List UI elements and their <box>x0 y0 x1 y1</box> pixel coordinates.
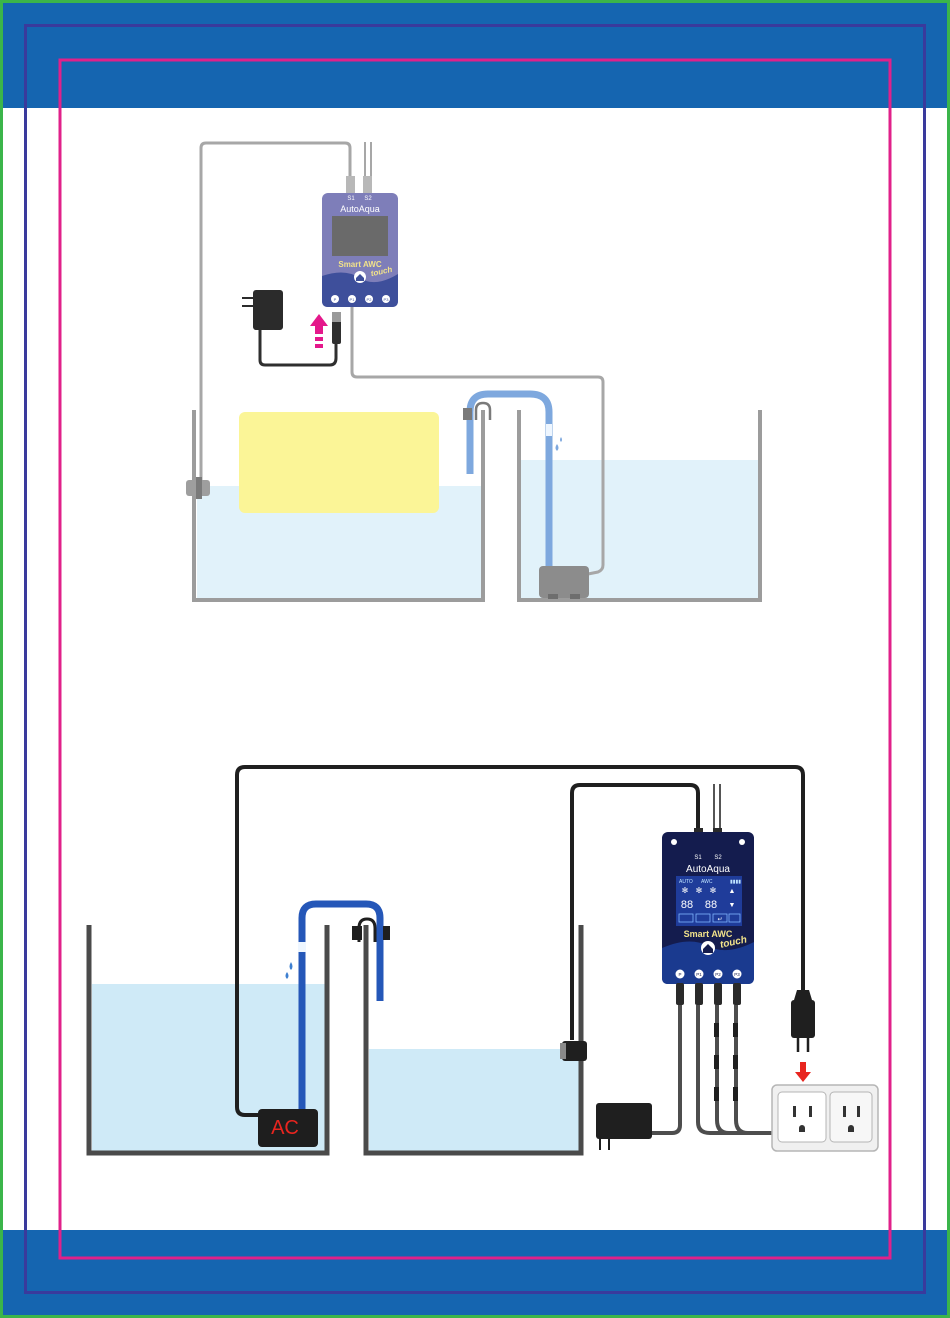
bottom-ac-plug-strain <box>794 990 812 1000</box>
bottom-port-p3: P3 <box>734 972 740 977</box>
top-s1-plug <box>346 176 355 194</box>
top-pump-foot-2 <box>570 594 580 599</box>
bottom-lcd-digits-2: 88 <box>705 899 717 911</box>
top-pump-foot-1 <box>548 594 558 599</box>
top-s2-plug <box>363 176 372 194</box>
note-box <box>239 412 439 513</box>
top-sensor-clip <box>196 477 202 499</box>
top-s1-label: S1 <box>347 196 355 202</box>
bottom-ac-plug <box>791 1000 815 1038</box>
left-gutter <box>3 108 25 1230</box>
top-brand-label: AutoAqua <box>340 204 380 214</box>
bottom-lcd-mode-1: AUTO <box>679 879 693 885</box>
bottom-brand-label: AutoAqua <box>686 864 730 875</box>
footer-band <box>3 1230 947 1315</box>
bottom-lcd-enter-icon: ↵ <box>717 917 722 923</box>
top-arrow-dash-1 <box>315 337 323 341</box>
bottom-hose-hole <box>298 942 306 952</box>
top-port-p2: P2 <box>367 297 373 302</box>
bottom-screw-tr <box>739 839 745 845</box>
bottom-power-adapter <box>596 1103 652 1139</box>
bottom-screw-tl <box>671 839 677 845</box>
bottom-s2-label: S2 <box>714 855 722 861</box>
bottom-sensor-lens <box>560 1043 566 1059</box>
top-s2-label: S2 <box>364 196 372 202</box>
bottom-port-p: P <box>678 972 681 977</box>
bottom-port-p2: P2 <box>715 972 721 977</box>
top-hose-hole <box>546 424 552 436</box>
header-band <box>3 3 947 108</box>
bottom-lcd-fan-icon-2: ✻ <box>696 886 703 895</box>
bottom-right-tank-water <box>369 1049 579 1151</box>
top-dc-jack <box>332 320 341 344</box>
bottom-hose-holder-clip <box>383 926 390 940</box>
bottom-lcd-digits-1: 88 <box>681 899 693 911</box>
bottom-lcd-battery-icon: ▮▮▮▮ <box>730 879 741 885</box>
top-port-p1: P1 <box>350 297 356 302</box>
outlet-socket-1 <box>778 1092 826 1142</box>
bottom-lcd-down-icon: ▼ <box>729 902 736 909</box>
top-dc-jack-tip <box>332 312 341 322</box>
bottom-lcd-fan-icon-3: ✻ <box>710 886 717 895</box>
top-power-adapter <box>253 290 283 330</box>
bottom-pump-label: AC <box>271 1117 299 1139</box>
top-pump <box>539 566 589 598</box>
bottom-model-label: Smart AWC <box>684 929 733 939</box>
top-port-p: P <box>334 297 337 302</box>
top-arrow-dash-2 <box>315 344 323 348</box>
top-hose-holder-base <box>463 408 472 420</box>
bottom-s1-label: S1 <box>694 855 702 861</box>
top-controller-screen <box>332 216 388 256</box>
bottom-lcd-mode-2: AWC <box>701 879 713 885</box>
bottom-port-p1: P1 <box>696 972 702 977</box>
top-port-p3: P3 <box>384 297 390 302</box>
bottom-lcd-up-icon: ▲ <box>729 888 736 895</box>
bottom-lcd-fan-icon-1: ✻ <box>682 886 689 895</box>
outlet-socket-2 <box>830 1092 872 1142</box>
